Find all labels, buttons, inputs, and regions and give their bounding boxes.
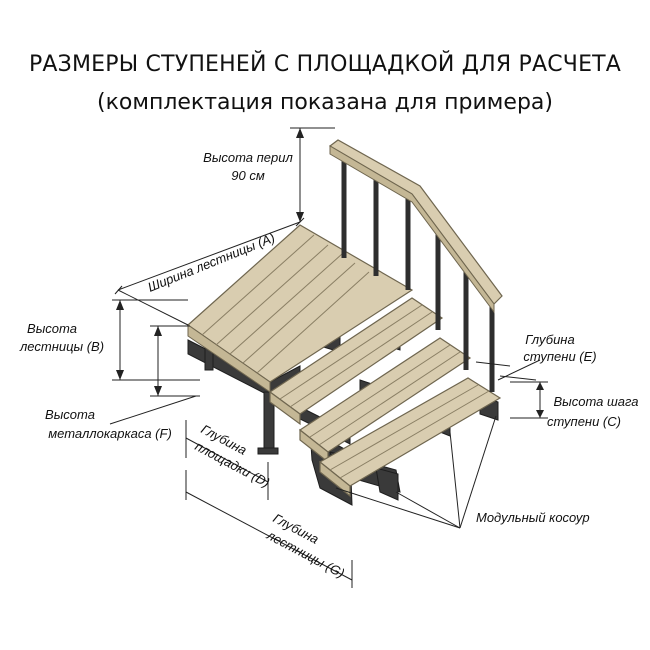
height-f-label-2: металлокаркаса (F) xyxy=(48,426,172,441)
tread-e-label-2: ступени (E) xyxy=(523,349,596,364)
dimension-lines xyxy=(109,127,548,588)
railing xyxy=(328,139,503,392)
tread-e-label-1: Глубина xyxy=(525,332,574,347)
step-c-label-2: ступени (C) xyxy=(547,414,621,429)
page-subtitle: (комплектация показана для примера) xyxy=(97,90,553,115)
stringer-label: Модульный косоур xyxy=(476,510,590,525)
steps xyxy=(268,297,502,498)
rail-height-label-2: 90 см xyxy=(231,168,265,183)
dimension-arrows xyxy=(116,128,544,418)
height-b-label-1: Высота xyxy=(27,321,77,336)
height-f-label-1: Высота xyxy=(45,407,95,422)
rail-height-label-1: Высота перил xyxy=(203,150,293,165)
step-c-label-1: Высота шага xyxy=(553,394,638,409)
platform xyxy=(187,224,414,393)
height-b-label-2: лестницы (B) xyxy=(19,339,104,354)
page-title: РАЗМЕРЫ СТУПЕНЕЙ С ПЛОЩАДКОЙ ДЛЯ РАСЧЕТА xyxy=(28,52,622,77)
